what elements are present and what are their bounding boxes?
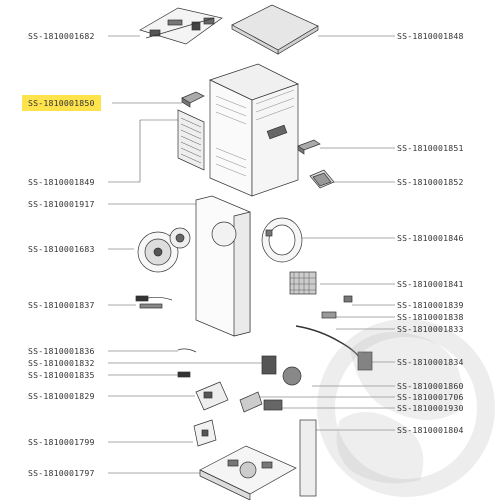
part-ref-label: SS-1810001917	[28, 199, 95, 209]
part-top-lid	[231, 4, 319, 55]
part-ref-label: SS-1810001860	[397, 381, 464, 391]
part-ref-label: SS-1810001841	[397, 279, 464, 289]
part-ref-label: SS-1810001837	[28, 300, 95, 310]
part-clips	[321, 295, 353, 319]
part-ref-label: SS-1810001850	[22, 95, 101, 111]
part-mesh-filter	[289, 271, 317, 295]
part-connector	[181, 91, 205, 108]
part-pcb	[195, 381, 229, 411]
part-ref-label: SS-1810001838	[397, 312, 464, 322]
part-ref-label: SS-1810001832	[28, 358, 95, 368]
part-ref-label: SS-1810001839	[397, 300, 464, 310]
part-switch	[193, 419, 217, 447]
parts	[135, 4, 373, 500]
part-fan-shroud	[261, 217, 303, 263]
part-ref-label: SS-1810001799	[28, 437, 95, 447]
part-small-wires	[177, 348, 197, 378]
part-ref-label: SS-1810001851	[397, 143, 464, 153]
part-ref-label: SS-1810001682	[28, 31, 95, 41]
part-sensor-cable	[135, 295, 173, 309]
part-ref-label: SS-1810001852	[397, 177, 464, 187]
part-ref-label: SS-1810001804	[397, 425, 464, 435]
part-power-cord	[295, 325, 373, 371]
part-ref-label: SS-1810001683	[28, 244, 95, 254]
part-ref-label: SS-1810001836	[28, 346, 95, 356]
part-ref-label: SS-1810001829	[28, 391, 95, 401]
part-cabinet	[209, 63, 299, 197]
part-square-filter	[309, 169, 335, 189]
part-ref-label: SS-1810001835	[28, 370, 95, 380]
part-ref-label: SS-1810001849	[28, 177, 95, 187]
part-ref-label: SS-1810001706	[397, 392, 464, 402]
part-ref-label: SS-1810001930	[397, 403, 464, 413]
part-front-panel	[195, 195, 251, 337]
part-ref-label: SS-1810001797	[28, 468, 95, 478]
part-ref-label: SS-1810001848	[397, 31, 464, 41]
part-control-board	[139, 7, 223, 45]
part-rear-grille	[177, 109, 205, 171]
part-side-connector	[297, 139, 321, 155]
part-motor	[261, 355, 302, 386]
part-drain-tube	[299, 419, 317, 497]
part-ref-label: SS-1810001834	[397, 357, 464, 367]
part-ref-label: SS-1810001846	[397, 233, 464, 243]
part-ref-label: SS-1810001833	[397, 324, 464, 334]
part-pcb-right	[239, 391, 283, 413]
leader-lines	[108, 35, 395, 474]
part-base	[199, 445, 297, 500]
part-fan	[137, 227, 191, 273]
